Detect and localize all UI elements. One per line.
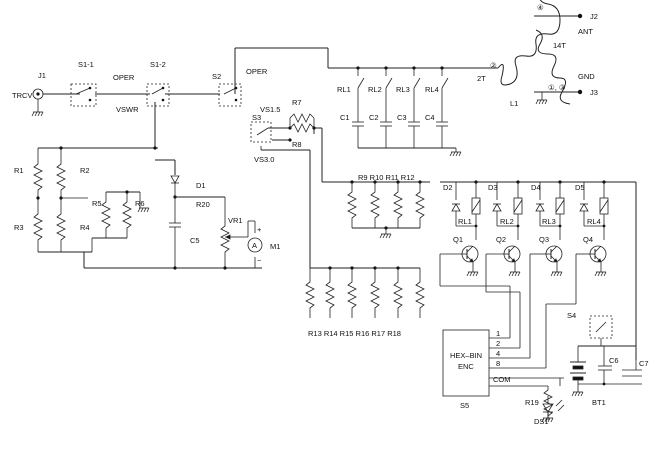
label-tap-1-3: ①, ③ <box>548 83 566 92</box>
rf-path-wires <box>72 47 498 148</box>
label-vs3-0: VS3.0 <box>254 155 274 164</box>
switch-s1-1 <box>70 83 97 107</box>
label-q4: Q4 <box>583 235 593 244</box>
label-q2: Q2 <box>496 235 506 244</box>
channel-4 <box>575 182 609 304</box>
label-rl2-coil: RL2 <box>500 217 514 226</box>
label-meter-plus: + <box>257 225 262 234</box>
label-c6: C6 <box>609 356 619 365</box>
j1-connector <box>31 88 72 117</box>
detector-meter <box>155 159 263 270</box>
label-r8: R8 <box>292 140 302 149</box>
label-rl4-coil: RL4 <box>587 217 601 226</box>
label-s2: S2 <box>212 72 221 81</box>
label-c3: C3 <box>397 113 407 122</box>
resistor-bank-r9-r12 <box>347 180 425 239</box>
label-tap-2: ② <box>490 61 497 70</box>
label-m1: M1 <box>270 242 280 251</box>
label-gnd: GND <box>578 72 595 81</box>
label-r6: R6 <box>135 199 145 208</box>
label-j3: J3 <box>590 88 598 97</box>
l1-coil <box>497 0 583 105</box>
label-vswr: VSWR <box>116 105 139 114</box>
label-r20: R20 <box>196 200 210 209</box>
label-rl3-coil: RL3 <box>542 217 556 226</box>
vswr-bridge <box>33 146 262 269</box>
label-r4: R4 <box>80 223 90 232</box>
label-s4: S4 <box>567 311 576 320</box>
component-labels: J1 TRCV S1-1 OPER S1-2 VSWR S2 OPER RL1 … <box>12 3 649 426</box>
label-s1-1: S1-1 <box>78 60 94 69</box>
label-encoder-line2: ENC <box>458 362 474 371</box>
label-pin-1: 1 <box>496 329 500 338</box>
label-c5: C5 <box>190 236 200 245</box>
label-rl4-contact: RL4 <box>425 85 439 94</box>
label-c2: C2 <box>369 113 379 122</box>
label-r7: R7 <box>292 98 302 107</box>
label-pin-2: 2 <box>496 339 500 348</box>
label-14t: 14T <box>553 41 566 50</box>
label-r19: R19 <box>525 398 539 407</box>
label-rl2-contact: RL2 <box>368 85 382 94</box>
label-r3: R3 <box>14 223 24 232</box>
label-tap-4: ④ <box>537 3 544 12</box>
label-vr1: VR1 <box>228 216 243 225</box>
label-d1: D1 <box>196 181 206 190</box>
label-vs1-5: VS1.5 <box>260 105 280 114</box>
label-r9-r12: R9 R10 R11 R12 <box>358 173 415 182</box>
switch-s1-2 <box>146 83 170 107</box>
label-d2: D2 <box>443 183 453 192</box>
label-c4: C4 <box>425 113 435 122</box>
channel-2 <box>485 182 523 292</box>
resistor-bank-r13-r18 <box>305 266 425 318</box>
label-pin-4: 4 <box>496 349 500 358</box>
label-pin-8: 8 <box>496 359 500 368</box>
label-ant: ANT <box>578 27 593 36</box>
label-rl1-contact: RL1 <box>337 85 351 94</box>
label-rl3-contact: RL3 <box>396 85 410 94</box>
label-2t: 2T <box>477 74 486 83</box>
label-q1: Q1 <box>453 235 463 244</box>
label-rl1-coil: RL1 <box>458 217 472 226</box>
label-r1: R1 <box>14 166 24 175</box>
label-d4: D4 <box>531 183 541 192</box>
power-section <box>489 315 642 423</box>
label-bt1: BT1 <box>592 398 606 407</box>
label-oper-1: OPER <box>113 73 135 82</box>
label-r2: R2 <box>80 166 90 175</box>
label-s1-2: S1-2 <box>150 60 166 69</box>
label-oper-2: OPER <box>246 67 268 76</box>
label-pin-com: COM <box>493 375 511 384</box>
label-r5: R5 <box>92 199 102 208</box>
label-encoder-line1: HEX–BIN <box>450 351 482 360</box>
label-q3: Q3 <box>539 235 549 244</box>
label-d5: D5 <box>575 183 585 192</box>
switch-s2 <box>218 83 242 107</box>
label-meter-a: A <box>252 241 257 250</box>
relay-drivers <box>439 180 637 360</box>
label-trcv: TRCV <box>12 91 32 100</box>
label-ds1: DS1 <box>534 417 549 426</box>
channel-3 <box>529 182 565 298</box>
label-d3: D3 <box>488 183 498 192</box>
label-c1: C1 <box>340 113 350 122</box>
label-l1: L1 <box>510 99 518 108</box>
label-r13-r18: R13 R14 R15 R16 R17 R18 <box>308 329 401 338</box>
label-j2: J2 <box>590 12 598 21</box>
relay-contacts <box>351 66 462 157</box>
label-c7: C7 <box>639 359 649 368</box>
label-j1: J1 <box>38 71 46 80</box>
label-s3: S3 <box>252 113 261 122</box>
label-meter-minus: − <box>257 256 262 265</box>
label-s5: S5 <box>460 401 469 410</box>
channel-1 <box>439 182 481 286</box>
hex-bin-encoder <box>440 285 576 397</box>
